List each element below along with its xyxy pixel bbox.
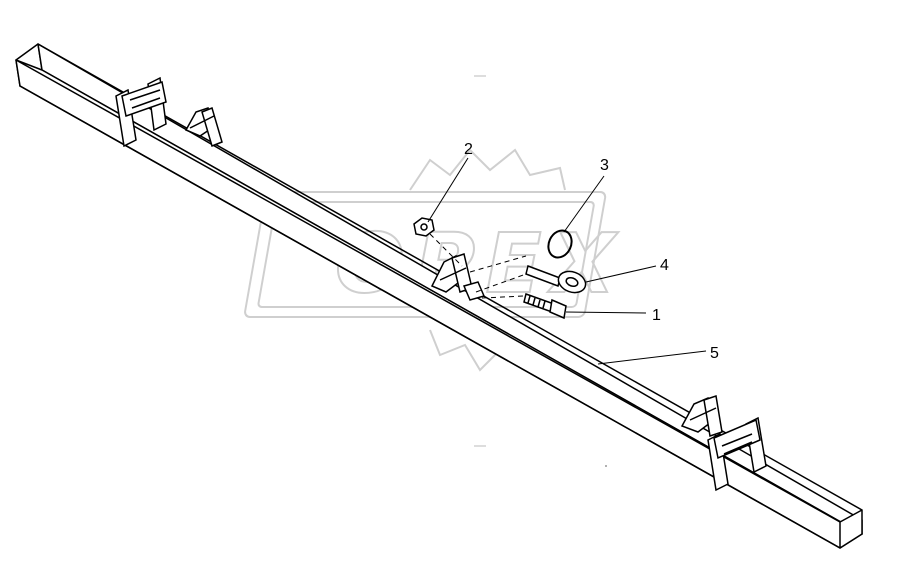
bracket-left-rear xyxy=(184,106,223,148)
beam xyxy=(15,43,863,549)
pin-part-4 xyxy=(525,265,587,294)
bolt-part-1 xyxy=(523,293,567,320)
callout-4: 4 xyxy=(660,257,669,274)
leader-4 xyxy=(585,265,657,283)
ring-part-3 xyxy=(547,229,573,259)
watermark-frame xyxy=(244,191,607,318)
leader-3 xyxy=(563,175,605,233)
nut-part-2 xyxy=(413,217,435,237)
assembly-lines xyxy=(429,233,527,299)
callout-2: 2 xyxy=(464,141,473,158)
stray-dot xyxy=(605,465,607,467)
callout-1: 1 xyxy=(652,307,661,324)
bracket-left-front xyxy=(115,76,167,148)
callout-5: 5 xyxy=(710,345,719,362)
bracket-right-front xyxy=(707,416,767,492)
leader-lines xyxy=(427,157,707,365)
bracket-right-rear xyxy=(680,395,723,437)
bracket-center xyxy=(430,253,486,301)
leader-1 xyxy=(565,311,647,314)
watermark-logo: OPEX xyxy=(244,148,620,372)
leader-5 xyxy=(597,350,707,365)
leader-2 xyxy=(427,157,469,223)
callout-3: 3 xyxy=(600,157,609,174)
